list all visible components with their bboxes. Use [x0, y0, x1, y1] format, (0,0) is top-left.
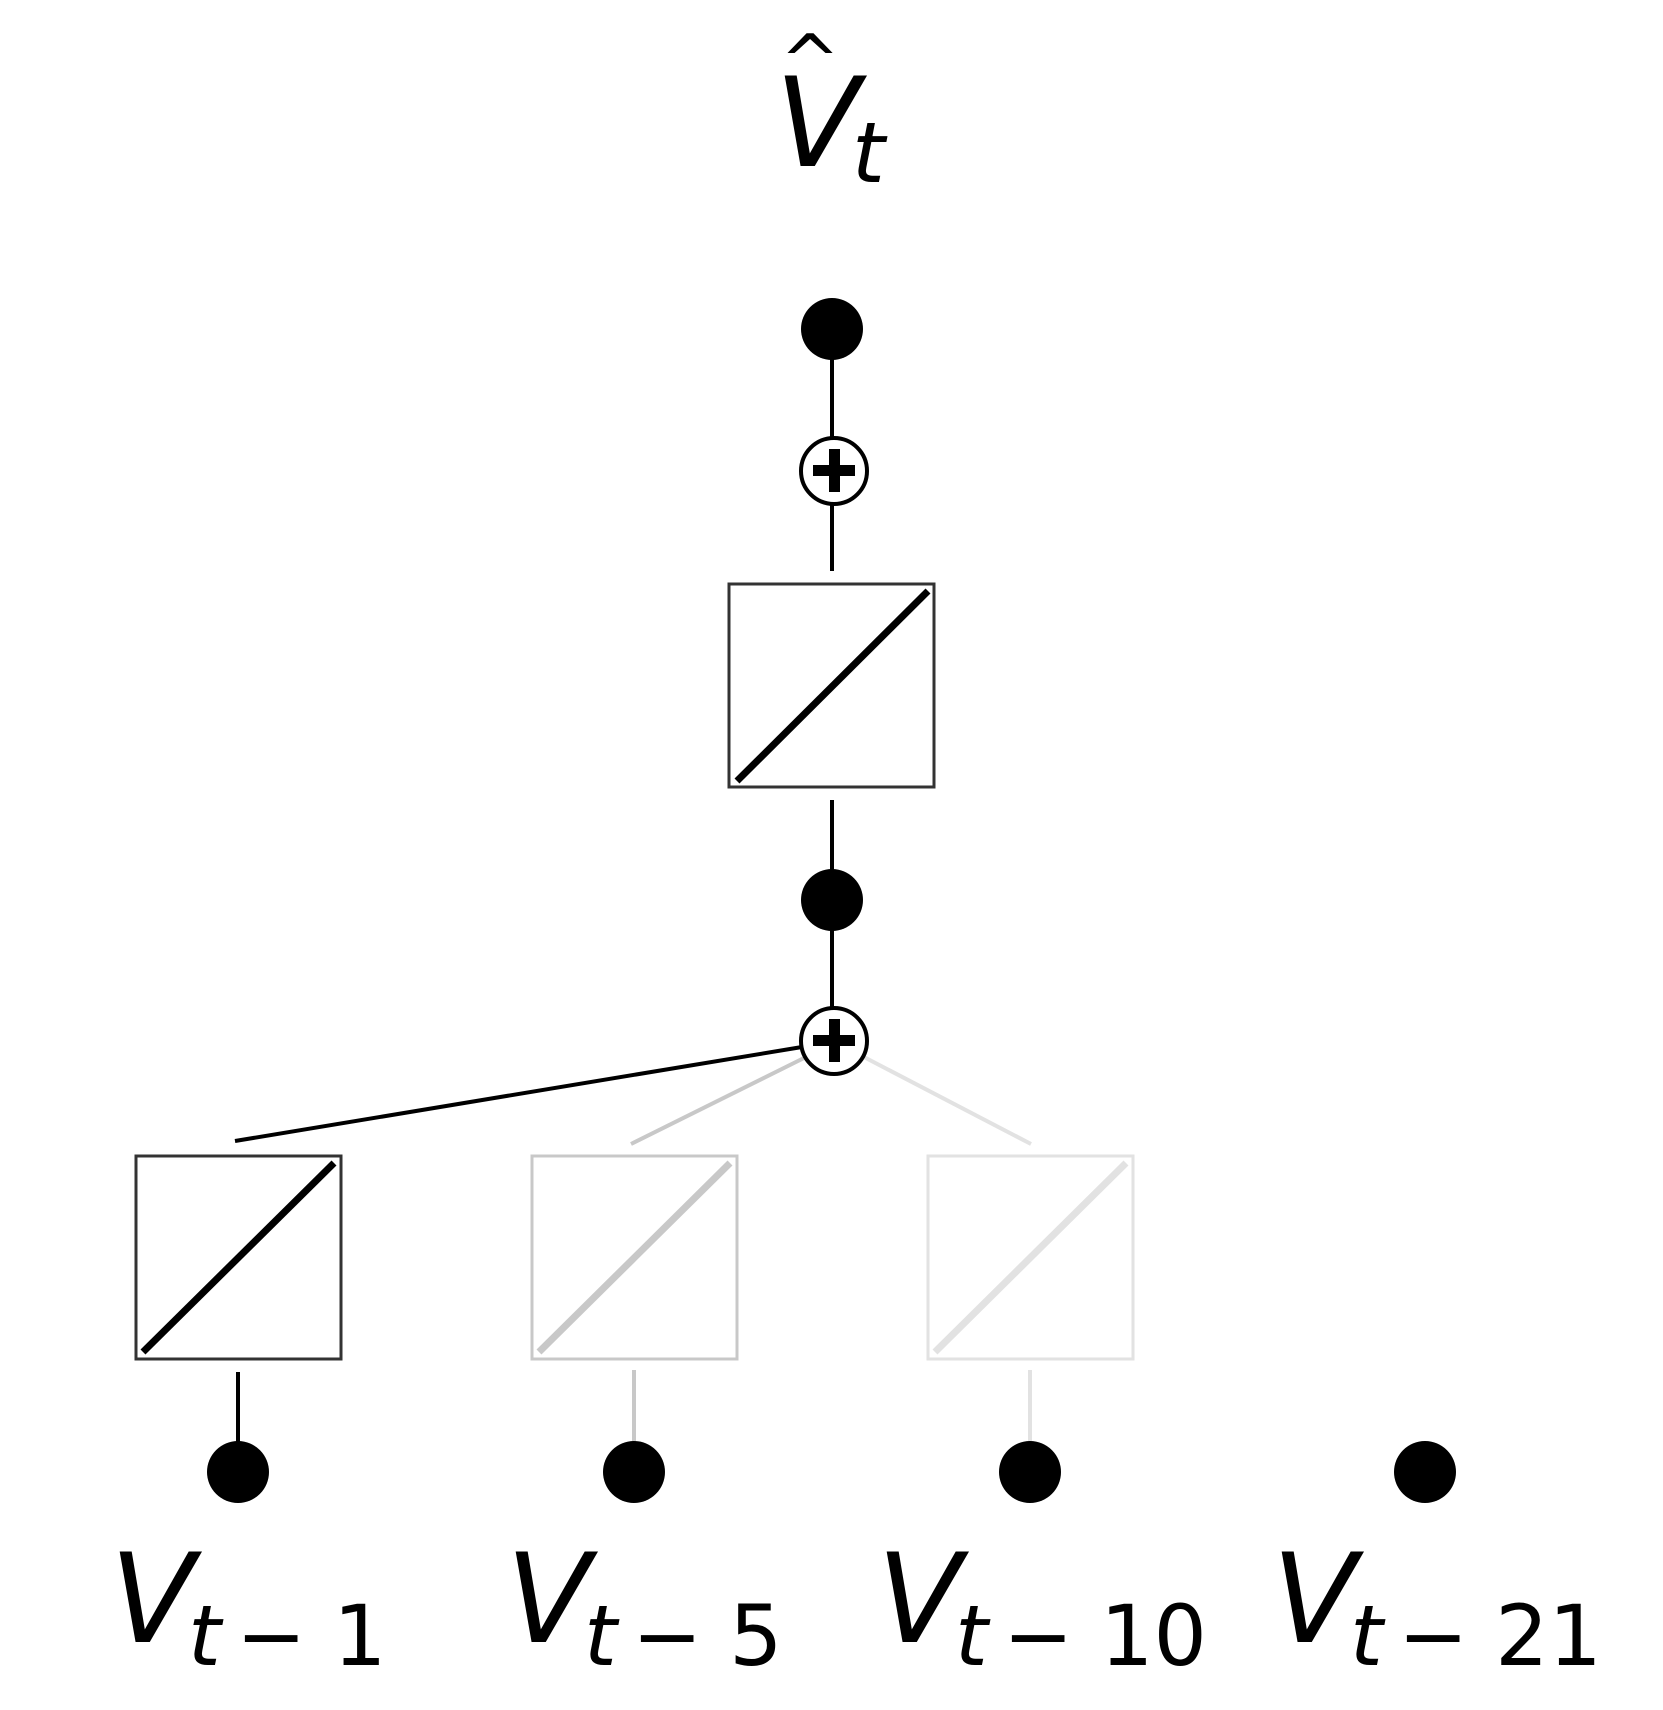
input-node-1 — [207, 1441, 269, 1503]
output-hat: ^ — [780, 19, 840, 103]
input-node-3 — [999, 1441, 1061, 1503]
hidden-node — [801, 869, 863, 931]
input-label-3: V t − 10 — [877, 1528, 1207, 1685]
output-label: ^ V t — [775, 19, 888, 202]
linear-activation-icon — [734, 588, 931, 784]
input-label-2-base: V — [506, 1528, 599, 1672]
linear-box-input-1 — [134, 1154, 343, 1361]
linear-activation-icon — [932, 1160, 1129, 1355]
linear-box-top — [727, 582, 936, 789]
input-node-2 — [603, 1441, 665, 1503]
output-node — [801, 298, 863, 360]
sum-node-bottom — [799, 1006, 869, 1076]
input-label-3-subvar: t — [955, 1587, 991, 1685]
input-label-1-subrest: − 1 — [236, 1587, 387, 1685]
linear-box-input-3 — [926, 1154, 1135, 1361]
input-label-1-base: V — [110, 1528, 203, 1672]
svg-text:t − 1: t − 1 — [188, 1587, 387, 1685]
input-label-3-subrest: − 10 — [1003, 1587, 1207, 1685]
input-label-2: V t − 5 — [506, 1528, 783, 1685]
edge-sum-to-box-1 — [234, 1045, 803, 1143]
output-symbol: V — [775, 52, 868, 196]
edge-sum-to-box-2 — [630, 1054, 809, 1146]
input-label-2-subvar: t — [584, 1587, 620, 1685]
sum-node-top — [799, 436, 869, 506]
input-label-4: V t − 21 — [1272, 1528, 1602, 1685]
linear-activation-icon — [140, 1160, 337, 1355]
linear-activation-icon — [536, 1160, 733, 1355]
input-label-4-base: V — [1272, 1528, 1365, 1672]
linear-box-input-2 — [530, 1154, 739, 1361]
input-label-3-base: V — [877, 1528, 970, 1672]
input-label-1: V t − 1 — [110, 1528, 387, 1685]
input-label-2-subrest: − 5 — [632, 1587, 783, 1685]
svg-text:t − 5: t − 5 — [584, 1587, 783, 1685]
input-label-4-subvar: t — [1350, 1587, 1386, 1685]
input-label-4-subrest: − 21 — [1398, 1587, 1602, 1685]
edge-sum-to-box-3 — [861, 1054, 1032, 1146]
svg-text:t − 10: t − 10 — [955, 1587, 1207, 1685]
input-node-4 — [1394, 1441, 1456, 1503]
svg-text:t − 21: t − 21 — [1350, 1587, 1602, 1685]
input-label-1-subvar: t — [188, 1587, 224, 1685]
output-subscript: t — [852, 104, 888, 202]
